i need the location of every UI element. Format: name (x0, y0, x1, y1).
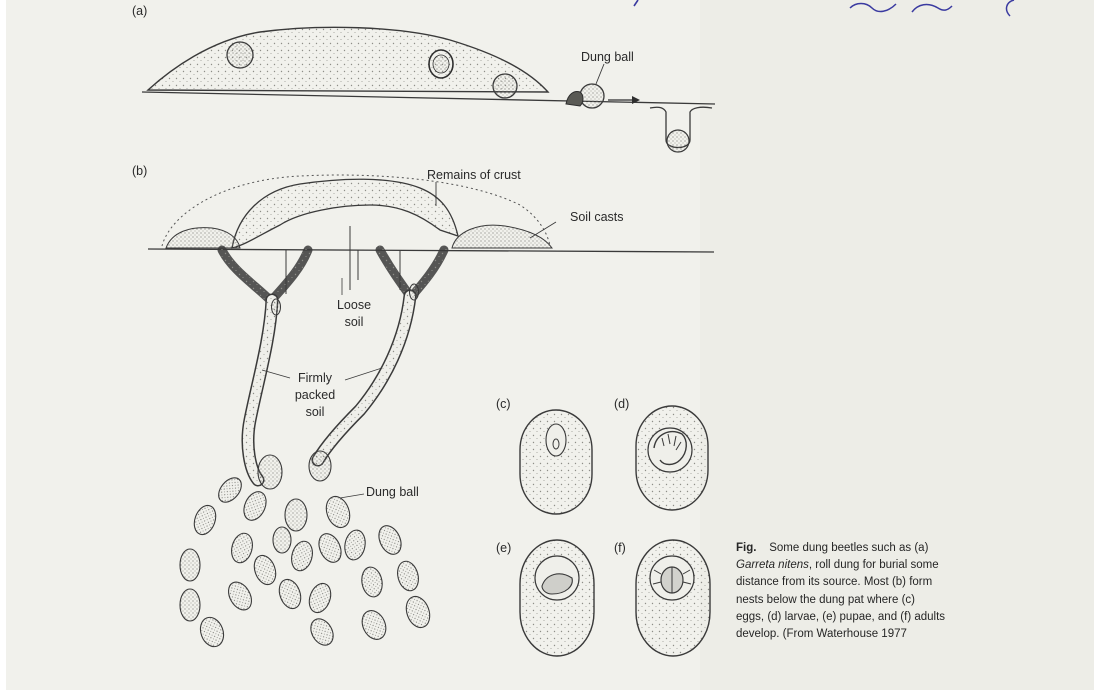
brood-ball (273, 527, 291, 553)
brood-stage-d (636, 406, 708, 510)
panel-label-b: (b) (132, 164, 147, 178)
caption-text-1: Some dung beetles such as (a) (769, 542, 928, 554)
panel-label-e: (e) (496, 541, 511, 555)
panel-label-c: (c) (496, 397, 511, 411)
label-remains-of-crust: Remains of crust (427, 168, 521, 182)
label-soil-casts: Soil casts (570, 210, 624, 224)
rolled-dung-ball (580, 84, 604, 108)
label-dung-ball-a: Dung ball (581, 50, 634, 64)
caption-line-2: Garreta nitens, roll dung for burial som… (736, 557, 1006, 574)
panel-label-f: (f) (614, 541, 626, 555)
caption-line-1: Fig. Some dung beetles such as (a) (736, 540, 1006, 557)
label-firmly-line3: soil (284, 405, 346, 419)
figure-caption: Fig. Some dung beetles such as (a) Garre… (736, 540, 1006, 643)
panel-label-d: (d) (614, 397, 629, 411)
dung-ball-a2 (493, 74, 517, 98)
buried-dung-ball (667, 130, 689, 152)
nest-chamber-left (272, 299, 281, 315)
label-loose-soil: Loose soil (328, 298, 380, 329)
caption-text-2: , roll dung for burial some (809, 559, 939, 571)
label-loose-soil-line1: Loose (328, 298, 380, 312)
caption-line-4: nests below the dung pat where (c) (736, 592, 1006, 609)
brood-stage-c (520, 410, 592, 514)
dung-ball-a1 (227, 42, 253, 68)
caption-line-3: distance from its source. Most (b) form (736, 574, 1006, 591)
label-firmly-packed-soil: Firmly packed soil (284, 371, 346, 419)
caption-line-6: develop. (From Waterhouse 1977 (736, 626, 1006, 643)
caption-species: Garreta nitens (736, 559, 809, 571)
caption-line-5: eggs, (d) larvae, (e) pupae, and (f) adu… (736, 609, 1006, 626)
brood-stage-e (520, 540, 594, 656)
label-firmly-line2: packed (284, 388, 346, 402)
brood-ball (180, 589, 200, 621)
label-loose-soil-line2: soil (328, 315, 380, 329)
brood-stage-f (636, 540, 710, 656)
label-firmly-line1: Firmly (284, 371, 346, 385)
egg-chamber-c (546, 424, 566, 456)
beetle-in-pat-a-inner (433, 55, 449, 73)
brood-ball (309, 451, 331, 481)
brood-ball (180, 549, 200, 581)
nest-chamber-right (410, 284, 419, 300)
label-dung-ball-b: Dung ball (366, 485, 419, 499)
brood-ball (285, 499, 307, 531)
caption-head: Fig. (736, 542, 756, 554)
panel-label-a: (a) (132, 4, 147, 18)
brood-ball (258, 455, 282, 489)
